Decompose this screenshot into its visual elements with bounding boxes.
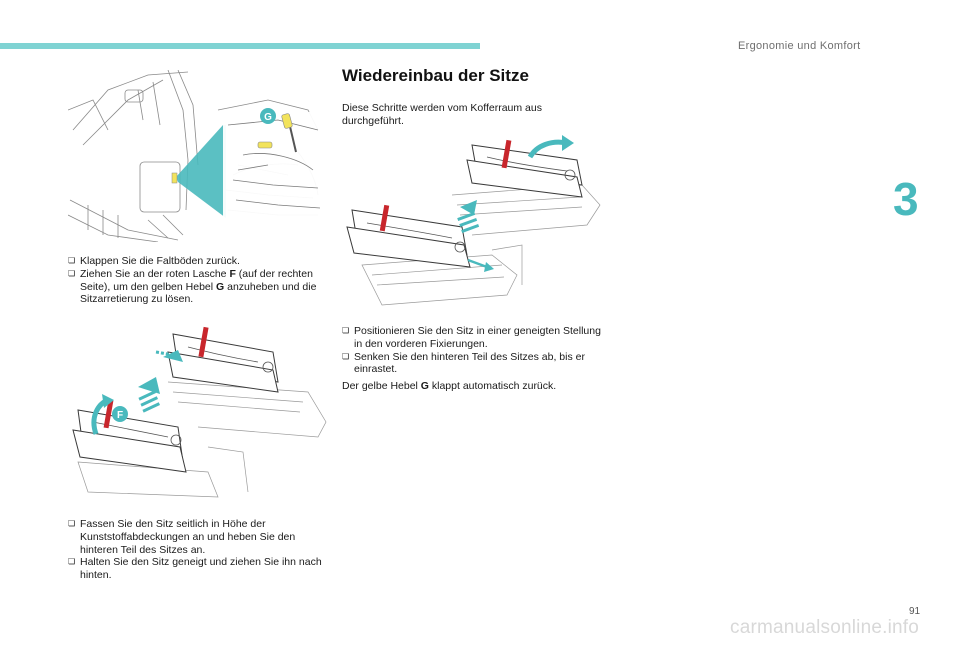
list-item: ❏Senken Sie den hinteren Teil des Sitzes… <box>342 350 585 376</box>
illustration-seat-reinstall <box>342 135 604 315</box>
list-item: ❏Positionieren Sie den Sitz in einer gen… <box>342 325 601 350</box>
list-item: ❏Ziehen Sie an der roten Lasche F (auf d… <box>68 267 317 306</box>
list-item: ❏Fassen Sie den Sitz seitlich in Höhe de… <box>68 518 296 556</box>
checkbox-icon: ❏ <box>68 268 76 278</box>
callout-f: F <box>117 410 123 421</box>
callout-g: G <box>264 112 272 123</box>
chapter-number: 3 <box>893 173 919 225</box>
list-item: ❏Halten Sie den Sitz geneigt und ziehen … <box>68 556 322 582</box>
reinstall-steps-list: ❏Positionieren Sie den Sitz in einer gen… <box>342 325 604 376</box>
checkbox-icon: ❏ <box>342 351 350 361</box>
checkbox-icon: ❏ <box>68 557 76 567</box>
header-accent-bar <box>0 43 480 49</box>
checkbox-icon: ❏ <box>342 326 350 335</box>
intro-text: Diese Schritte werden vom Kofferraum aus… <box>342 102 542 127</box>
section-heading: Wiedereinbau der Sitze <box>342 66 529 85</box>
closing-note: Der gelbe Hebel G klappt automatisch zur… <box>342 380 557 392</box>
checkbox-icon: ❏ <box>68 519 76 528</box>
removal-steps-list: ❏Klappen Sie die Faltböden zurück. ❏Zieh… <box>68 255 330 306</box>
section-title: Ergonomie und Komfort <box>738 40 861 52</box>
removal-steps-list-2: ❏Fassen Sie den Sitz seitlich in Höhe de… <box>68 518 330 582</box>
checkbox-icon: ❏ <box>68 256 76 265</box>
illustration-seat-lever: G <box>68 70 323 242</box>
illustration-seat-removal: F <box>68 322 330 510</box>
watermark-text: carmanualsonline.info <box>730 617 920 638</box>
list-item: ❏Klappen Sie die Faltböden zurück. <box>68 255 240 267</box>
page-number: 91 <box>909 606 921 617</box>
